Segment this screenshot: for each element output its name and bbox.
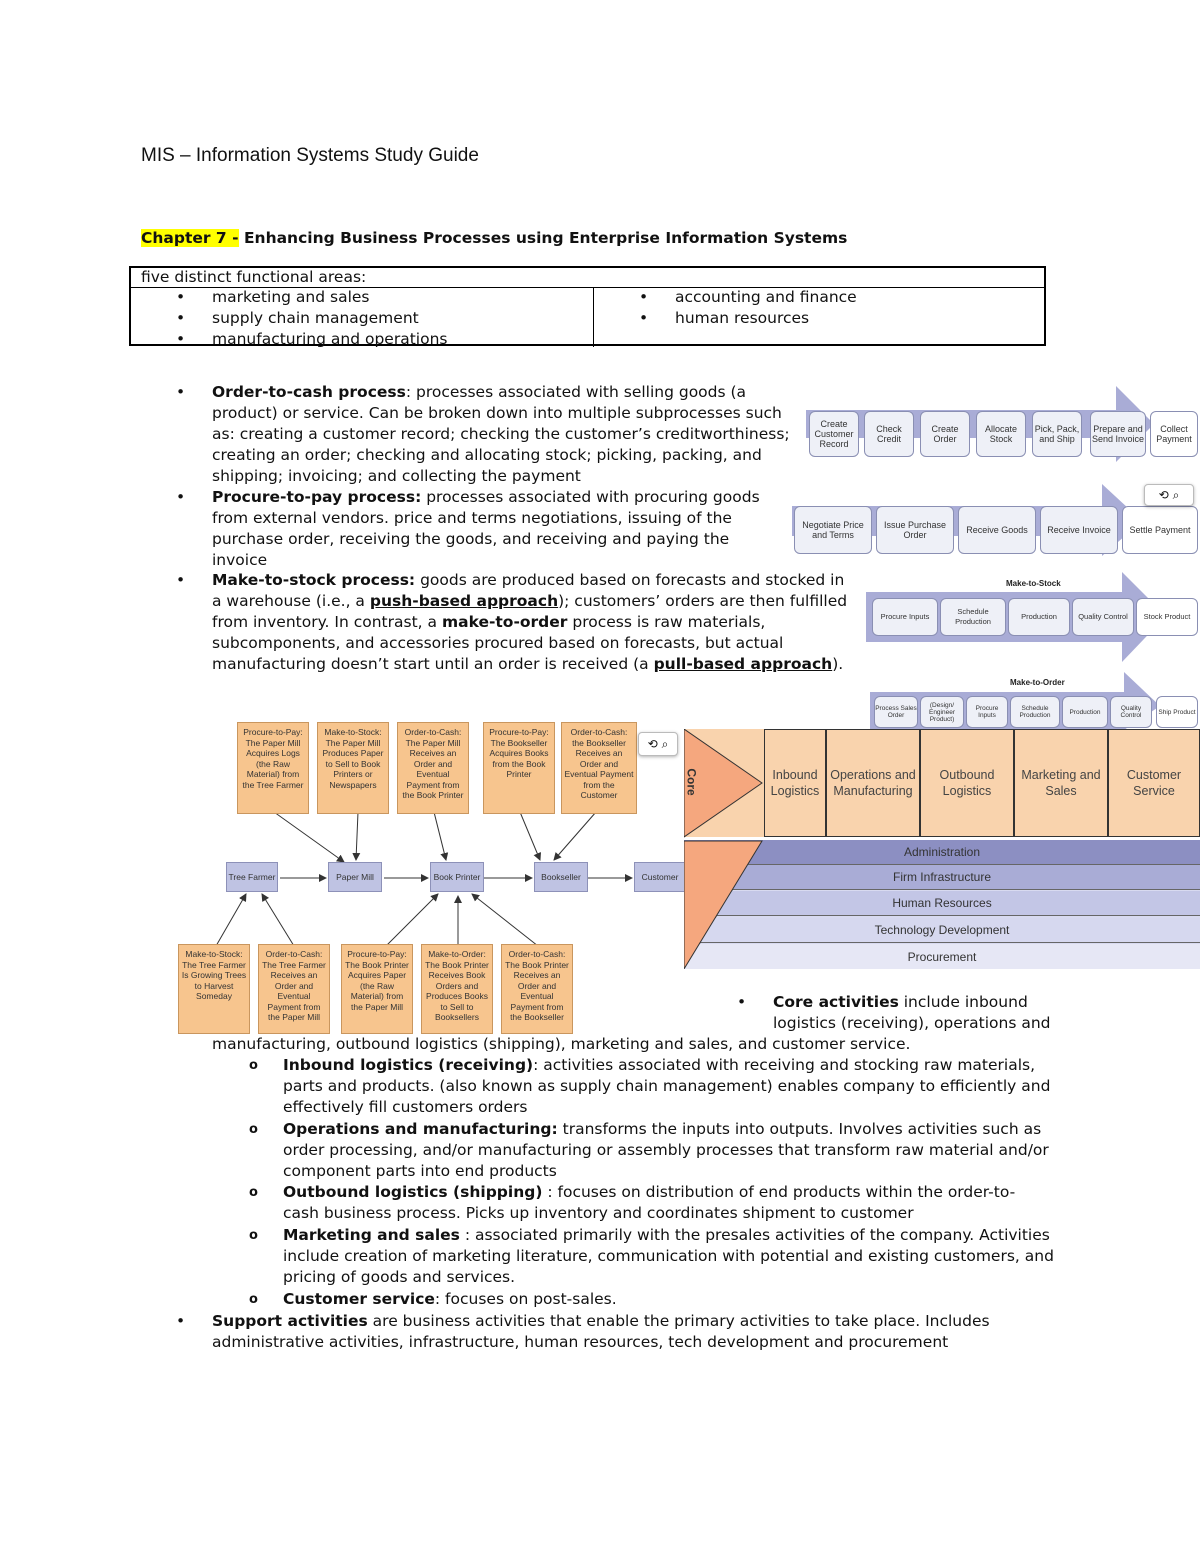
mts-step: Procure Inputs [872,598,938,636]
procure-to-pay-bullet: Procure-to-pay process: processes associ… [176,487,777,571]
make-to-order-diagram: Make-to-Order Process Sales Order (Desig… [870,672,1200,730]
o2c-step: Prepare and Send Invoice [1090,411,1146,457]
supply-chain-node: Book Printer [430,862,484,892]
support-row: Human Resources [684,891,1200,916]
reset-icon[interactable]: ⟲ [1158,488,1169,502]
core-activities-continuation: manufacturing, outbound logistics (shipp… [212,1035,911,1053]
core-label: Core [684,768,699,796]
p2p-step: Negotiate Price and Terms [794,506,872,554]
make-to-order-label: Make-to-Order [1010,678,1065,687]
support-activities-bullet: Support activities are business activiti… [176,1311,1022,1353]
core-item: Customer service: focuses on post-sales. [249,1289,1063,1310]
supply-chain-node: Bookseller [534,862,588,892]
area-item: marketing and sales [176,287,447,308]
core-item: Marketing and sales : associated primari… [249,1225,1073,1288]
supply-chain-box: Order-to-Cash: The Book Printer Receives… [501,944,573,1034]
core-activity-cell: Marketing and Sales [1014,729,1108,837]
p2p-step: Receive Goods [958,506,1036,554]
supply-chain-box: Make-to-Order: The Book Printer Receives… [421,944,493,1034]
core-item: Operations and manufacturing: transforms… [249,1119,1068,1182]
functional-areas-table: five distinct functional areas: marketin… [129,266,1046,350]
value-chain-diagram: Inbound Logistics Operations and Manufac… [684,729,1200,969]
o2c-step: Collect Payment [1150,411,1198,457]
core-activity-cell: Inbound Logistics [764,729,826,837]
mts-step: Stock Product [1136,598,1198,636]
area-item: accounting and finance [639,287,857,308]
functional-areas-header: five distinct functional areas: [141,268,367,286]
zoom-icon[interactable]: ⌕ [661,736,669,751]
supply-chain-box: Make-to-Stock: The Tree Farmer Is Growin… [178,944,250,1034]
supply-chain-box: Order-to-Cash: The Tree Farmer Receives … [258,944,330,1034]
reset-icon[interactable]: ⟲ [647,737,658,751]
mto-step: Schedule Production [1010,696,1060,728]
o2c-step: Pick, Pack, and Ship [1032,411,1082,457]
support-row: Technology Development [684,918,1200,943]
functional-areas-left: marketing and sales supply chain managem… [176,287,448,350]
functional-areas-right: accounting and finance human resources [639,287,857,329]
make-to-stock-bullet: Make-to-stock process: goods are produce… [176,570,857,675]
core-activity-cell: Customer Service [1108,729,1200,837]
mto-step: Production [1062,696,1108,728]
image-tools[interactable]: ⟲⌕ [1144,484,1194,506]
p2p-step: Settle Payment [1122,506,1198,554]
support-row: Procurement [684,944,1200,969]
area-item: human resources [639,308,857,329]
zoom-icon[interactable]: ⌕ [1172,487,1180,502]
chapter-label: Chapter 7 - [141,229,239,247]
mto-step: Procure Inputs [966,696,1008,728]
procure-to-pay-diagram: Negotiate Price and Terms Issue Purchase… [792,484,1200,558]
supply-chain-node: Customer [634,862,686,892]
core-activity-cell: Operations and Manufacturing [826,729,920,837]
core-activities-bullet: Core activities include inbound logistic… [737,992,1063,1034]
mto-step: Ship Product [1156,696,1198,728]
supply-chain-diagram: Procure-to-Pay: The Paper Mill Acquires … [176,718,686,1034]
make-to-stock-label: Make-to-Stock [1006,579,1061,588]
make-to-stock-diagram: Make-to-Stock Procure Inputs Schedule Pr… [866,572,1200,664]
mto-step: (Design/ Engineer Product) [920,696,964,728]
area-item: manufacturing and operations [176,329,448,350]
core-activity-cell: Outbound Logistics [920,729,1014,837]
mts-step: Production [1008,598,1070,636]
support-row: Administration [684,840,1200,865]
p2p-step: Issue Purchase Order [876,506,954,554]
core-item: Outbound logistics (shipping) : focuses … [249,1182,1033,1224]
supply-chain-box: Order-to-Cash: the Bookseller Receives a… [561,722,637,814]
mto-step: Quality Control [1110,696,1152,728]
p2p-step: Receive Invoice [1040,506,1118,554]
supply-chain-box: Procure-to-Pay: The Paper Mill Acquires … [237,722,309,814]
order-to-cash-bullet: Order-to-cash process: processes associa… [176,382,792,487]
o2c-step: Allocate Stock [976,411,1026,457]
supply-chain-box: Order-to-Cash: The Paper Mill Receives a… [397,722,469,814]
chapter-heading: Chapter 7 - Enhancing Business Processes… [141,229,847,247]
mto-step: Process Sales Order [874,696,918,728]
document-title: MIS – Information Systems Study Guide [141,145,479,166]
support-row: Firm Infrastructure [684,865,1200,890]
supply-chain-node: Tree Farmer [226,862,278,892]
supply-chain-node: Paper Mill [328,862,382,892]
o2c-step: Check Credit [864,411,914,457]
chapter-title: Enhancing Business Processes using Enter… [238,229,848,247]
image-tools[interactable]: ⟲⌕ [638,732,678,756]
order-to-cash-diagram: Create Customer Record Check Credit Crea… [806,386,1200,464]
mts-step: Schedule Production [940,598,1006,636]
o2c-step: Create Order [920,411,970,457]
supply-chain-box: Procure-to-Pay: The Bookseller Acquires … [483,722,555,814]
o2c-step: Create Customer Record [809,411,859,457]
supply-chain-box: Make-to-Stock: The Paper Mill Produces P… [317,722,389,814]
mts-step: Quality Control [1072,598,1134,636]
supply-chain-box: Procure-to-Pay: The Book Printer Acquire… [341,944,413,1034]
area-item: supply chain management [176,308,447,329]
core-item: Inbound logistics (receiving): activitie… [249,1055,1068,1118]
